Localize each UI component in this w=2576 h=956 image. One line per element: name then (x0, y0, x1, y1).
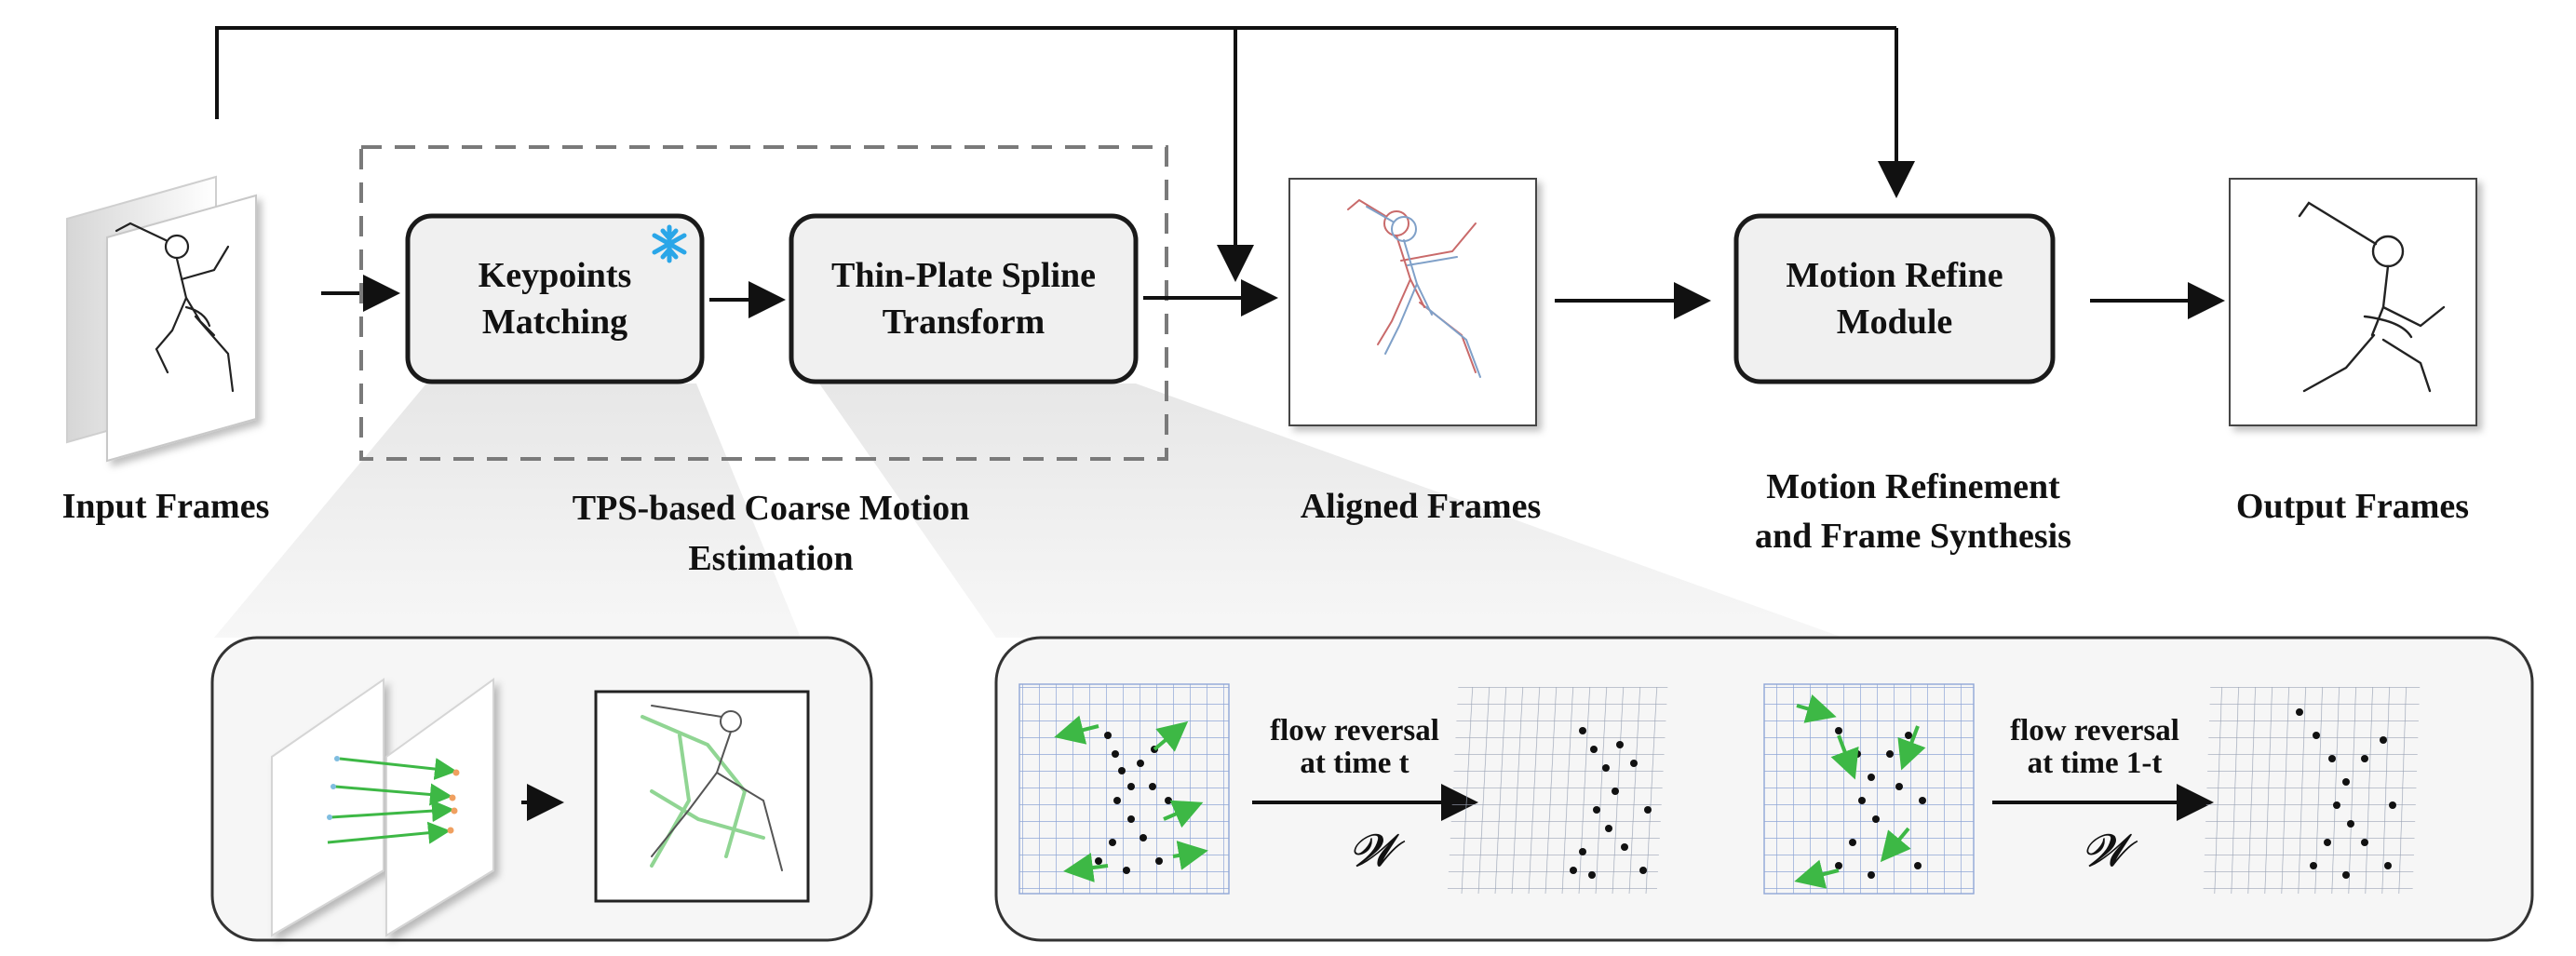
refinement-label-line2: and Frame Synthesis (1755, 517, 2071, 556)
zoom-funnel-tps (819, 384, 1843, 638)
keypoint-matching-detail-panel (210, 636, 873, 942)
keypoints-matching-label-line2: Matching (482, 303, 627, 342)
keypoints-matching-label-line1: Keypoints (479, 256, 632, 295)
flow-grid-2 (1447, 687, 1668, 894)
output-frames-label: Output Frames (2236, 487, 2469, 526)
aligned-frames-image (1288, 178, 1537, 426)
refinement-label-line1: Motion Refinement (1766, 467, 2060, 506)
flow-reversal-1-line1: flow reversal (1270, 714, 1439, 747)
flow-reversal-2-line2: at time 1-t (2028, 747, 2163, 780)
motion-refine-label-line2: Module (1837, 303, 1953, 342)
keypoint-dots (327, 756, 460, 834)
tps-transform-box: Thin-Plate Spline Transform (789, 213, 1139, 384)
output-frames-image (2229, 178, 2477, 426)
warp-operator-1: 𝓦 (1350, 825, 1406, 877)
input-frames-stack (66, 175, 257, 463)
flow-reversal-detail-panel: flow reversal at time t 𝓦 (994, 636, 2534, 942)
flow-reversal-1-line2: at time t (1300, 747, 1409, 780)
skip-connection-lines (215, 26, 1915, 282)
tps-module-dashed-border (359, 145, 1168, 461)
motion-refine-label-line1: Motion Refine (1786, 256, 2003, 295)
matching-flow-arrows (327, 757, 457, 844)
flow-reversal-2-line1: flow reversal (2010, 714, 2179, 747)
tps-transform-label-line1: Thin-Plate Spline (831, 256, 1096, 295)
aligned-frames-label: Aligned Frames (1301, 487, 1542, 526)
warp-operator-2: 𝓦 (2083, 825, 2138, 877)
flow-grid-3 (1763, 683, 1975, 895)
coarse-motion-label-line1: TPS-based Coarse Motion (573, 489, 969, 528)
tps-transform-label-line2: Transform (883, 303, 1045, 342)
input-frames-label: Input Frames (62, 487, 270, 526)
keypoints-matching-box: Keypoints Matching (405, 213, 705, 384)
flow-grid-1 (1018, 683, 1230, 895)
warped-keypoints-image (594, 690, 810, 903)
flow-grid-4 (2203, 687, 2421, 894)
coarse-motion-label-line2: Estimation (688, 539, 853, 578)
motion-refine-box: Motion Refine Module (1733, 213, 2056, 384)
snowflake-icon (652, 224, 687, 263)
zoom-funnel-keypoints (214, 384, 801, 638)
input-sketch-figure (115, 222, 235, 393)
